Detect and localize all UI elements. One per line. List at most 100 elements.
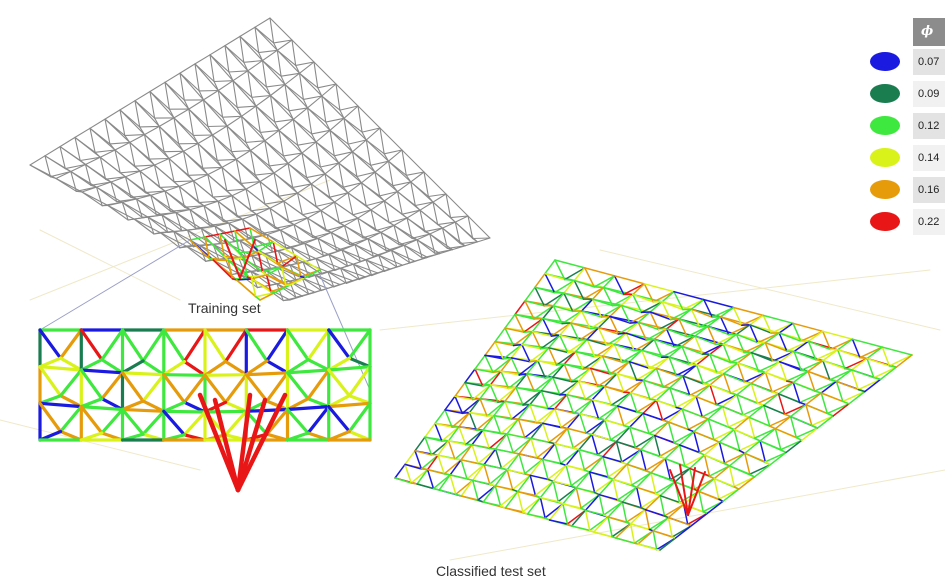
strut	[822, 330, 854, 340]
strut	[194, 54, 211, 65]
strut	[749, 463, 772, 475]
strut	[640, 434, 656, 451]
zoomed-detail	[38, 328, 372, 493]
strut	[403, 244, 429, 258]
strut	[427, 193, 447, 198]
strut	[328, 249, 343, 256]
ground-line	[599, 249, 941, 331]
strut	[499, 418, 520, 435]
strut	[158, 117, 175, 127]
strut	[301, 277, 310, 295]
strut	[616, 392, 632, 407]
strut	[601, 355, 623, 363]
strut	[690, 308, 701, 328]
strut	[250, 210, 257, 215]
strut	[750, 382, 759, 405]
strut	[602, 455, 623, 463]
strut	[173, 108, 190, 119]
strut	[653, 338, 663, 359]
strut	[265, 83, 286, 88]
strut	[629, 321, 640, 324]
strut	[681, 345, 691, 366]
strut	[736, 362, 760, 373]
strut	[370, 160, 390, 166]
strut	[494, 341, 505, 360]
strut	[750, 351, 760, 373]
strut	[134, 100, 156, 119]
strut	[261, 232, 268, 236]
strut	[232, 80, 253, 98]
strut	[667, 516, 673, 538]
strut	[265, 274, 287, 286]
strut	[383, 153, 390, 162]
strut	[482, 370, 502, 387]
strut	[569, 322, 591, 330]
strut	[483, 463, 491, 485]
strut	[149, 90, 175, 119]
strut	[276, 49, 297, 66]
strut	[664, 457, 672, 481]
strut	[304, 242, 330, 256]
strut	[153, 157, 170, 166]
strut	[74, 136, 81, 162]
strut	[584, 385, 606, 401]
strut	[628, 412, 644, 428]
strut	[572, 433, 593, 449]
strut	[198, 244, 207, 262]
strut	[223, 255, 230, 262]
strut	[711, 306, 735, 319]
strut	[273, 39, 293, 44]
strut	[79, 156, 101, 162]
strut	[792, 322, 824, 333]
strut	[489, 384, 499, 403]
strut	[159, 231, 181, 249]
strut	[494, 327, 506, 343]
strut	[558, 334, 569, 354]
strut	[184, 205, 205, 208]
strut	[678, 308, 693, 320]
strut	[321, 95, 327, 123]
strut	[768, 425, 777, 430]
strut	[524, 300, 535, 320]
strut	[261, 270, 268, 276]
strut	[226, 188, 247, 192]
strut	[552, 480, 559, 503]
strut	[38, 401, 83, 409]
strut	[347, 365, 372, 398]
strut	[347, 356, 372, 369]
strut	[655, 399, 677, 409]
strut	[244, 359, 269, 377]
strut	[175, 212, 202, 230]
strut	[116, 201, 123, 203]
strut	[514, 313, 535, 320]
strut	[259, 291, 276, 301]
strut	[290, 247, 298, 265]
strut	[500, 370, 510, 390]
strut	[310, 173, 326, 185]
strut	[284, 83, 290, 112]
strut	[354, 244, 380, 256]
strut	[222, 115, 243, 118]
strut	[390, 244, 405, 251]
strut	[649, 398, 658, 402]
strut	[642, 367, 658, 381]
strut	[143, 134, 165, 153]
strut	[454, 395, 474, 401]
strut	[690, 512, 709, 527]
strut	[518, 437, 532, 455]
strut	[467, 215, 491, 239]
strut	[276, 49, 282, 77]
strut	[529, 403, 538, 424]
strut	[793, 340, 810, 353]
strut	[168, 108, 175, 119]
strut	[494, 433, 508, 450]
strut	[715, 404, 724, 408]
strut	[379, 127, 385, 155]
strut	[510, 357, 531, 363]
strut	[338, 222, 346, 227]
strut	[684, 454, 706, 467]
strut	[393, 224, 400, 246]
strut	[70, 170, 77, 192]
strut	[602, 286, 614, 307]
strut	[144, 190, 166, 194]
